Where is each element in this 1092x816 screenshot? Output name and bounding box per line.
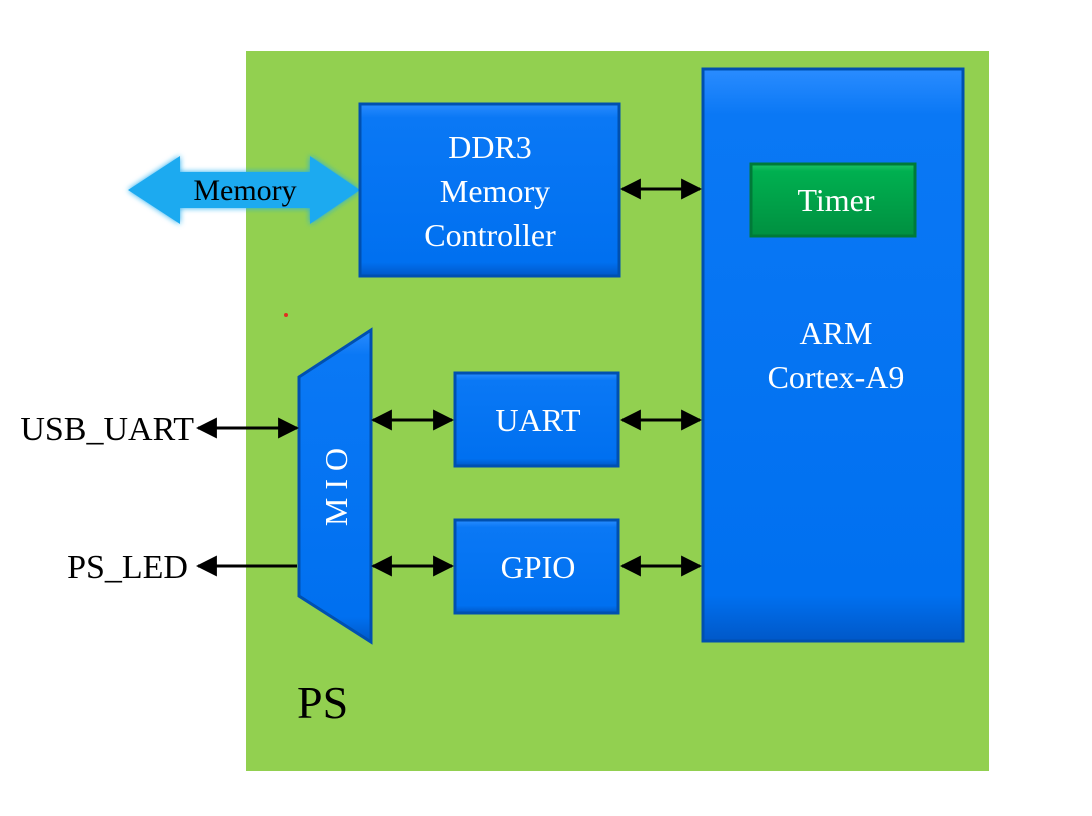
usb-uart-label: USB_UART	[20, 411, 194, 448]
ddr3-line-2: Memory	[440, 173, 550, 209]
memory-label: Memory	[193, 174, 296, 207]
ps-led-label: PS_LED	[67, 549, 188, 586]
mio-label: M I O	[318, 448, 354, 526]
memory-arrow	[128, 156, 360, 224]
ps-region-label: PS	[297, 677, 348, 728]
arm-line-1: ARM	[800, 315, 873, 351]
arm-cortex-a9: ARM Cortex-A9	[701, 67, 965, 643]
timer-label: Timer	[797, 182, 874, 218]
gpio-label: GPIO	[501, 549, 576, 585]
ddr3-line-1: DDR3	[448, 129, 532, 165]
mio-block: M I O	[297, 327, 373, 645]
uart-block: UART	[453, 371, 620, 468]
uart-label: UART	[495, 402, 581, 438]
red-dot	[284, 313, 288, 317]
ddr3-line-3: Controller	[424, 217, 556, 253]
gpio-block: GPIO	[453, 518, 620, 615]
arm-line-2: Cortex-A9	[768, 359, 905, 395]
timer-block: Timer	[749, 162, 917, 238]
ddr3-memory-controller: DDR3 Memory Controller	[358, 102, 621, 278]
